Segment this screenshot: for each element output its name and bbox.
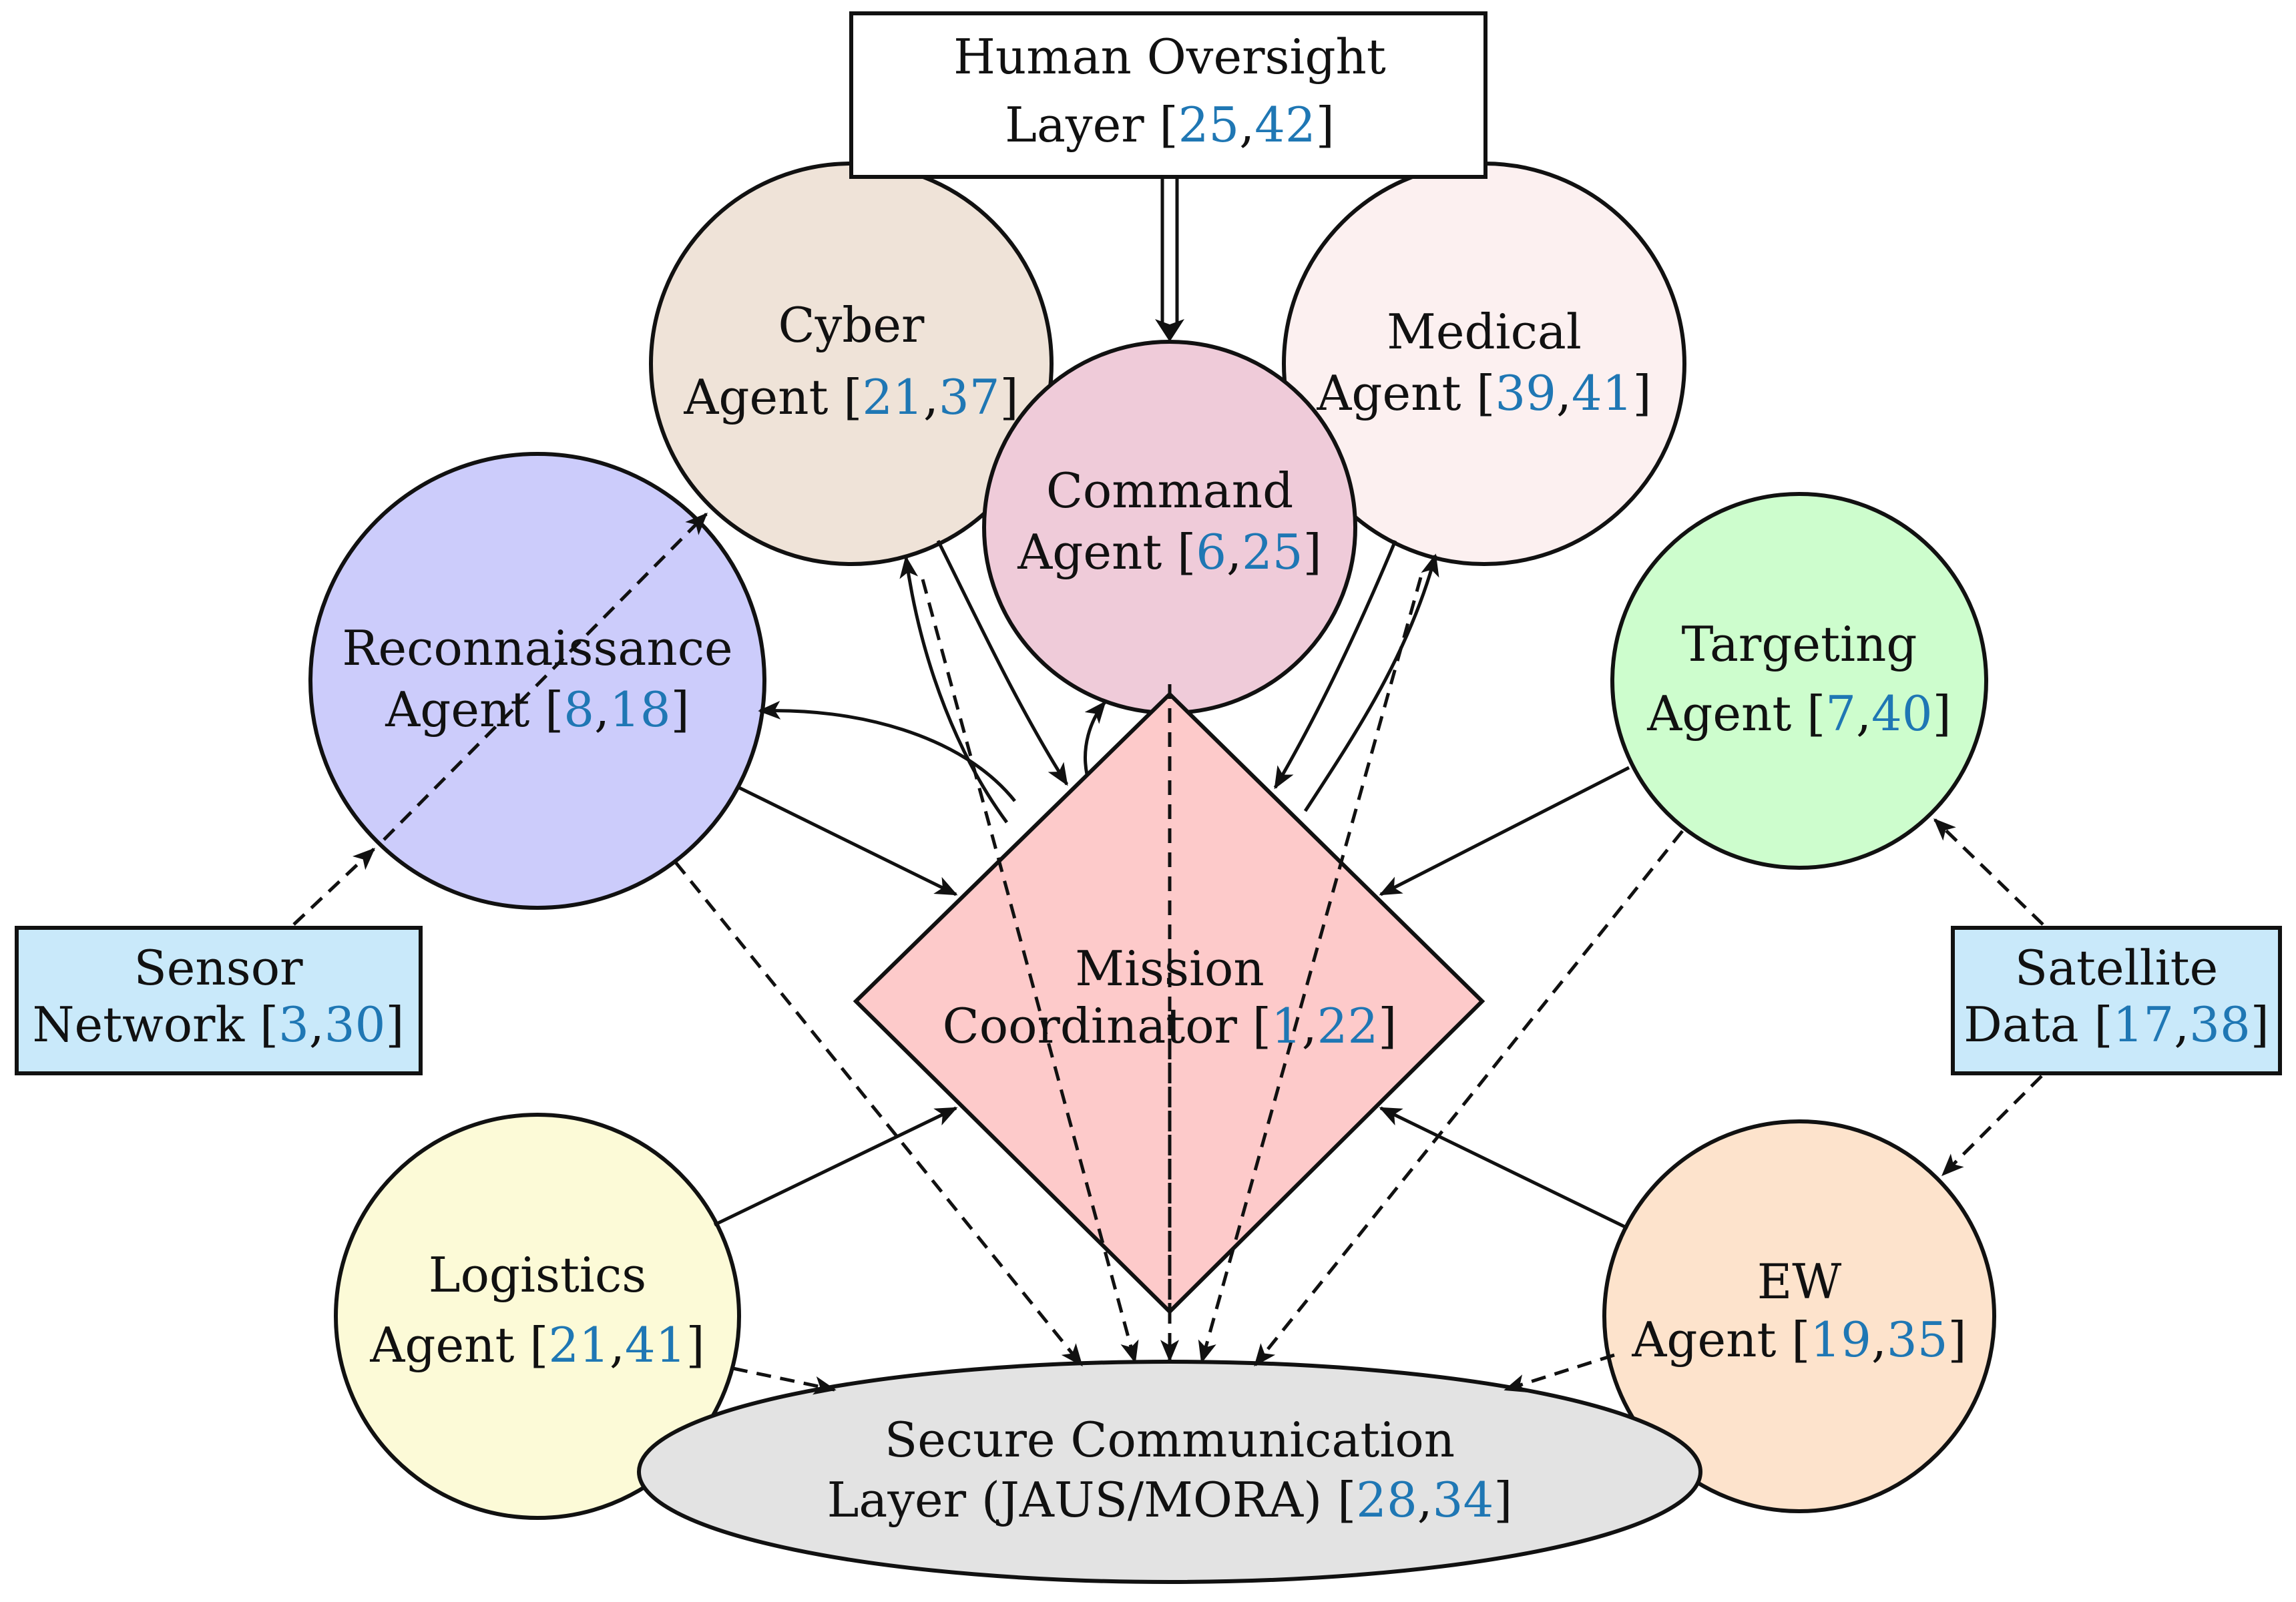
human-oversight-node bbox=[849, 11, 1487, 179]
human-oversight-title: Human Oversight bbox=[953, 29, 1386, 85]
command-agent-subtitle: Agent [6,25] bbox=[1017, 524, 1321, 580]
edge-satellite-to-targeting bbox=[1933, 818, 2044, 926]
targeting-agent-subtitle: Agent [7,40] bbox=[1646, 686, 1951, 742]
edge-ew-to-comm bbox=[1504, 1353, 1615, 1392]
cyber-agent-title: Cyber bbox=[778, 297, 925, 353]
edge-ew-to-mission bbox=[1379, 1106, 1629, 1230]
logistics-agent-title: Logistics bbox=[429, 1247, 646, 1303]
edge-satellite-to-ew bbox=[1941, 1075, 2043, 1176]
medical-agent-title: Medical bbox=[1387, 304, 1582, 360]
node-labels: Human Oversight Layer [25,42] Cyber Agen… bbox=[33, 29, 2269, 1528]
edge-sensor-to-cyber bbox=[383, 513, 708, 841]
edge-cyber-to-mission bbox=[936, 539, 1069, 786]
secure-communication-subtitle: Layer (JAUS/MORA) [28,34] bbox=[827, 1472, 1513, 1528]
edge-medical-to-mission bbox=[1273, 540, 1397, 790]
human-oversight-subtitle: Layer [25,42] bbox=[1005, 97, 1335, 153]
recon-agent-title: Reconnaissance bbox=[342, 620, 732, 676]
satellite-data-node bbox=[1951, 926, 2282, 1075]
edge-targeting-to-mission bbox=[1379, 766, 1630, 896]
edge-mission-to-cyber bbox=[899, 555, 1009, 824]
sensor-network-node bbox=[15, 926, 423, 1075]
satellite-data-title: Satellite bbox=[2015, 940, 2218, 996]
mission-coordinator-title: Mission bbox=[1075, 941, 1264, 997]
edge-mission-to-recon bbox=[758, 700, 1016, 802]
logistics-agent-subtitle: Agent [21,41] bbox=[369, 1317, 704, 1373]
ew-agent-node bbox=[1602, 1119, 1996, 1513]
sensor-network-subtitle: Network [3,30] bbox=[33, 997, 405, 1053]
mission-coordinator-subtitle: Coordinator [1,22] bbox=[943, 998, 1397, 1054]
ew-agent-title: EW bbox=[1757, 1254, 1842, 1310]
satellite-data-subtitle: Data [17,38] bbox=[1964, 997, 2269, 1053]
edge-mission-to-medical bbox=[1303, 553, 1439, 812]
node-shapes bbox=[15, 11, 2282, 1584]
secure-communication-title: Secure Communication bbox=[885, 1412, 1455, 1468]
medical-agent-subtitle: Agent [39,41] bbox=[1316, 365, 1651, 421]
edges bbox=[292, 179, 2044, 1395]
edge-sensor-to-recon bbox=[292, 848, 376, 926]
reconnaissance-agent-node bbox=[308, 452, 766, 910]
edge-recon-to-mission bbox=[738, 786, 958, 896]
edge-recon-to-comm bbox=[674, 861, 1083, 1367]
logistics-agent-node bbox=[334, 1113, 741, 1520]
edge-logistics-to-mission bbox=[713, 1106, 958, 1227]
edge-human-to-command-head bbox=[1155, 319, 1184, 342]
targeting-agent-title: Targeting bbox=[1682, 616, 1917, 672]
command-agent-title: Command bbox=[1046, 463, 1293, 519]
targeting-agent-node bbox=[1610, 492, 1988, 870]
edge-mission-to-command bbox=[1084, 700, 1106, 775]
edge-medical-to-comm bbox=[1198, 577, 1423, 1364]
ew-agent-subtitle: Agent [19,35] bbox=[1631, 1312, 1966, 1368]
sensor-network-title: Sensor bbox=[134, 940, 303, 996]
recon-agent-subtitle: Agent [8,18] bbox=[385, 682, 689, 738]
cyber-agent-subtitle: Agent [21,37] bbox=[683, 369, 1018, 425]
edge-cyber-to-comm bbox=[921, 579, 1139, 1364]
edge-targeting-to-comm bbox=[1254, 830, 1684, 1367]
edge-logistics-to-comm bbox=[732, 1366, 837, 1395]
